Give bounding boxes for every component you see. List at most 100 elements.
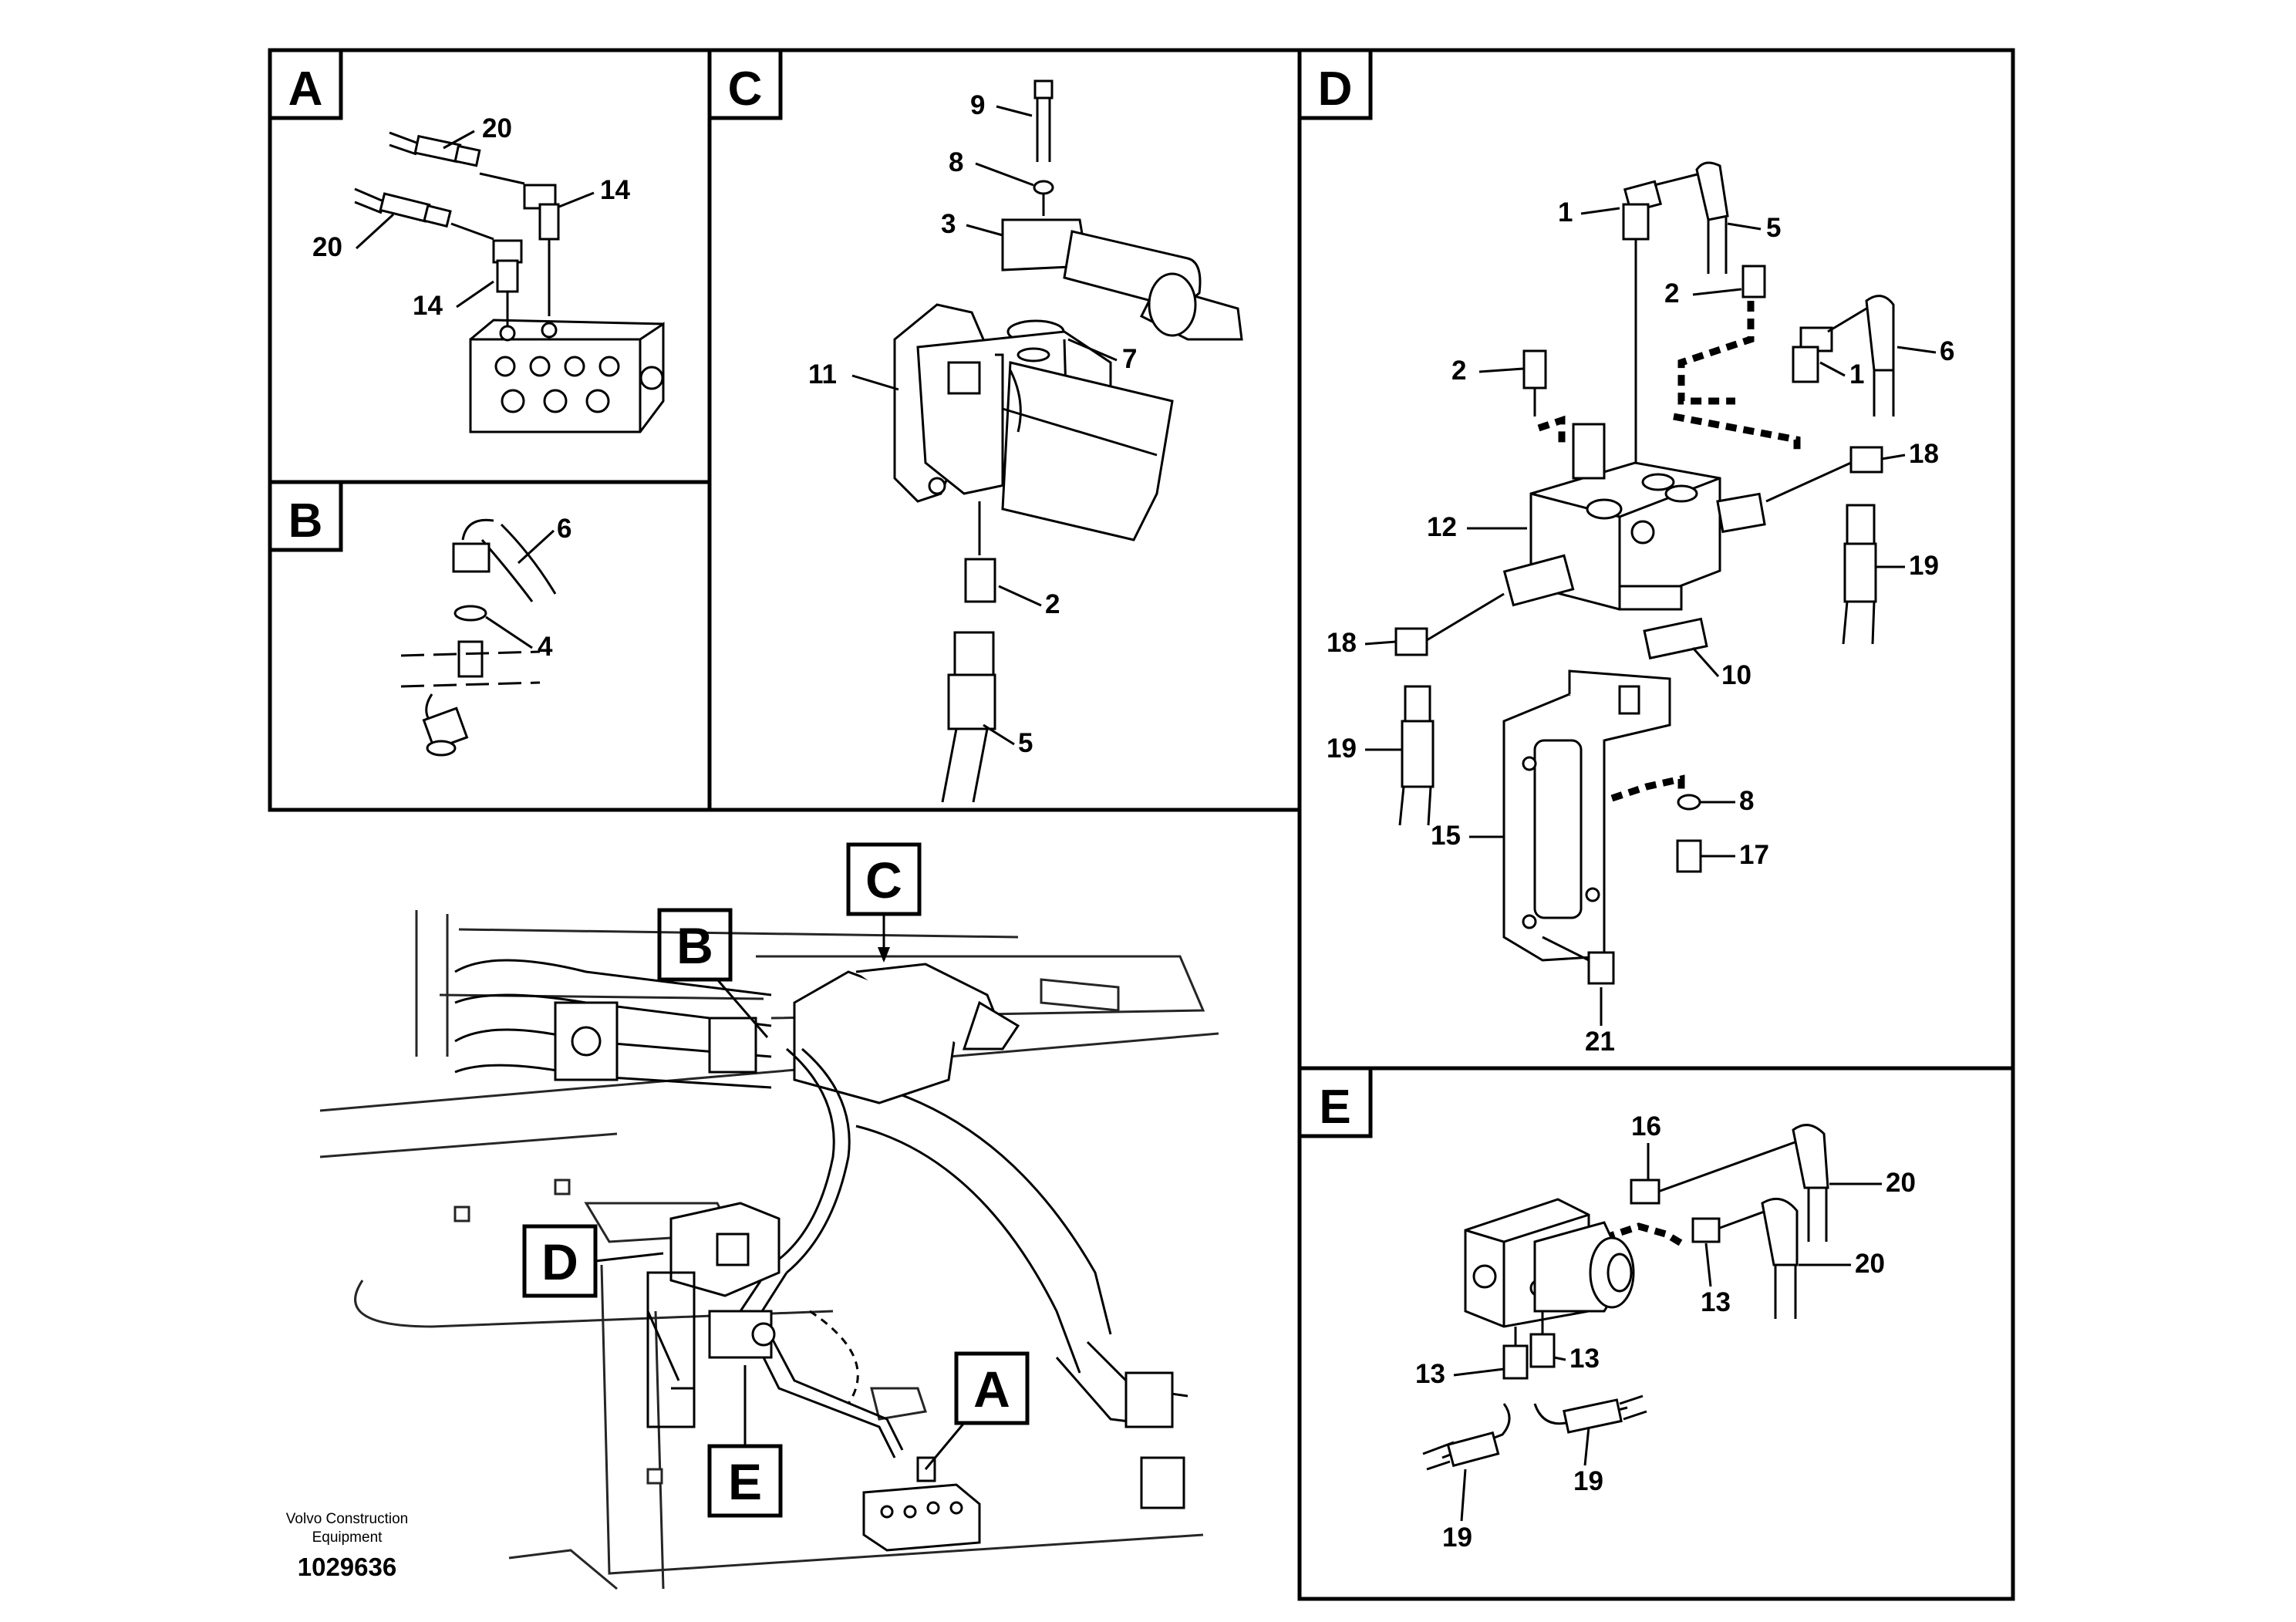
bolt-17 [1676,839,1702,873]
callout-14: 14 [600,175,630,205]
hose-19-right [1533,1394,1647,1434]
callout-8: 8 [1739,786,1754,816]
callout-14: 14 [413,291,443,321]
panel-e: E [1297,1066,2015,1601]
overview-control-valve [646,1202,781,1428]
callout-8: 8 [949,147,963,177]
callout-3: 3 [941,209,956,239]
callout-12: 12 [1427,512,1457,542]
fitting-16 [1630,1140,1798,1205]
callouts-a: 20 14 20 14 [312,113,630,321]
washer-8 [1677,794,1701,811]
hose-6 [1865,295,1895,416]
hose-19-right [1842,504,1877,645]
panel-a-label: A [288,62,323,116]
callout-20: 20 [1886,1168,1916,1198]
callout-20: 20 [312,232,342,262]
callout-2: 2 [1664,278,1679,309]
callout-6: 6 [557,514,571,544]
solenoid-valve-block [1464,1198,1635,1328]
callout-9: 9 [970,90,985,120]
overview-distribution-block [862,1456,981,1552]
callout-18: 18 [1327,628,1357,658]
panel-c: C [707,48,1302,812]
callout-16: 16 [1631,1111,1661,1141]
elbow-hose [452,518,557,602]
callout-5: 5 [1018,728,1033,758]
callout-1: 1 [1849,359,1864,389]
callouts-c: 9 8 3 7 11 2 5 [808,90,1137,758]
document-number: 1029636 [298,1553,396,1581]
panel-b-label: B [288,494,323,548]
overview-pump [793,963,1020,1104]
hose-5 [1695,161,1729,274]
hose-19-left [1422,1403,1511,1471]
distribution-block [469,319,665,433]
elbow-fitting-upper [523,184,560,316]
elbow-flange [1001,218,1243,341]
hose-20-upper [1792,1124,1829,1242]
hose-bundle [739,1047,904,1458]
callout-19: 19 [1909,551,1939,581]
callout-15: 15 [1431,821,1461,851]
callouts-d: 1 5 2 1 6 2 18 12 19 10 18 19 8 [1327,197,1954,1057]
callout-5: 5 [1766,213,1781,243]
hose-19-left [1398,685,1435,826]
panel-a: A [268,48,712,484]
overview-machine: C B D A E [319,842,1219,1590]
fitting-13-right [1691,1209,1767,1243]
overview-callout-b: B [657,908,769,1038]
bolt [1033,79,1054,162]
fitting-13-left [1502,1327,1529,1380]
callout-19: 19 [1327,733,1357,764]
panel-c-label: C [728,62,763,116]
control-valve-12 [1502,423,1766,611]
connector-2-left [1522,349,1547,416]
bracket-15 [1502,669,1671,962]
callouts-b: 6 4 [485,514,571,662]
callout-2: 2 [1451,356,1466,386]
elbow-fitting-lower [492,239,523,328]
hydraulic-pump [893,303,1174,541]
callout-13: 13 [1569,1344,1600,1374]
svg-text:D: D [541,1233,578,1290]
callout-20: 20 [482,113,512,143]
callout-19: 19 [1442,1523,1472,1553]
brand-line-1: Volvo Construction [286,1511,408,1527]
elbow-fitting-18-right [1765,446,1883,503]
panel-e-label: E [1319,1081,1350,1134]
callout-13: 13 [1701,1287,1731,1317]
connector-2-upper [1741,265,1766,298]
callout-2: 2 [1045,589,1060,619]
hose-upper [389,131,525,185]
svg-text:A: A [973,1361,1010,1418]
adapter-fitting [400,640,541,757]
callout-10: 10 [1721,660,1752,690]
o-ring [453,605,487,622]
panel-b: B 6 4 [268,480,712,812]
elbow-fitting-18-left [1394,592,1505,656]
overview-callout-a: A [924,1351,1030,1470]
hose-lower [354,187,494,241]
panel-d-label: D [1318,62,1353,116]
callout-20: 20 [1855,1249,1885,1279]
adapter-fitting [964,501,996,603]
elbow-fitting-1b [1792,307,1867,383]
callout-4: 4 [538,632,553,662]
callout-13: 13 [1415,1359,1445,1389]
overview-callout-e: E [707,1365,783,1518]
footer: Volvo Construction Equipment 1029636 [286,1511,408,1581]
callout-17: 17 [1739,840,1769,870]
callout-7: 7 [1122,344,1137,374]
brand-line-2: Equipment [312,1529,383,1546]
callouts-e: 16 20 20 13 13 13 19 19 [1415,1111,1916,1553]
elbow-fitting-1 [1622,172,1701,478]
callout-1: 1 [1558,197,1573,228]
callout-6: 6 [1940,336,1954,366]
callout-18: 18 [1909,439,1939,469]
overview-callout-d: D [522,1224,664,1298]
callout-19: 19 [1573,1466,1603,1496]
flanges [554,1001,1185,1509]
svg-text:C: C [865,851,902,909]
hose [941,631,996,803]
